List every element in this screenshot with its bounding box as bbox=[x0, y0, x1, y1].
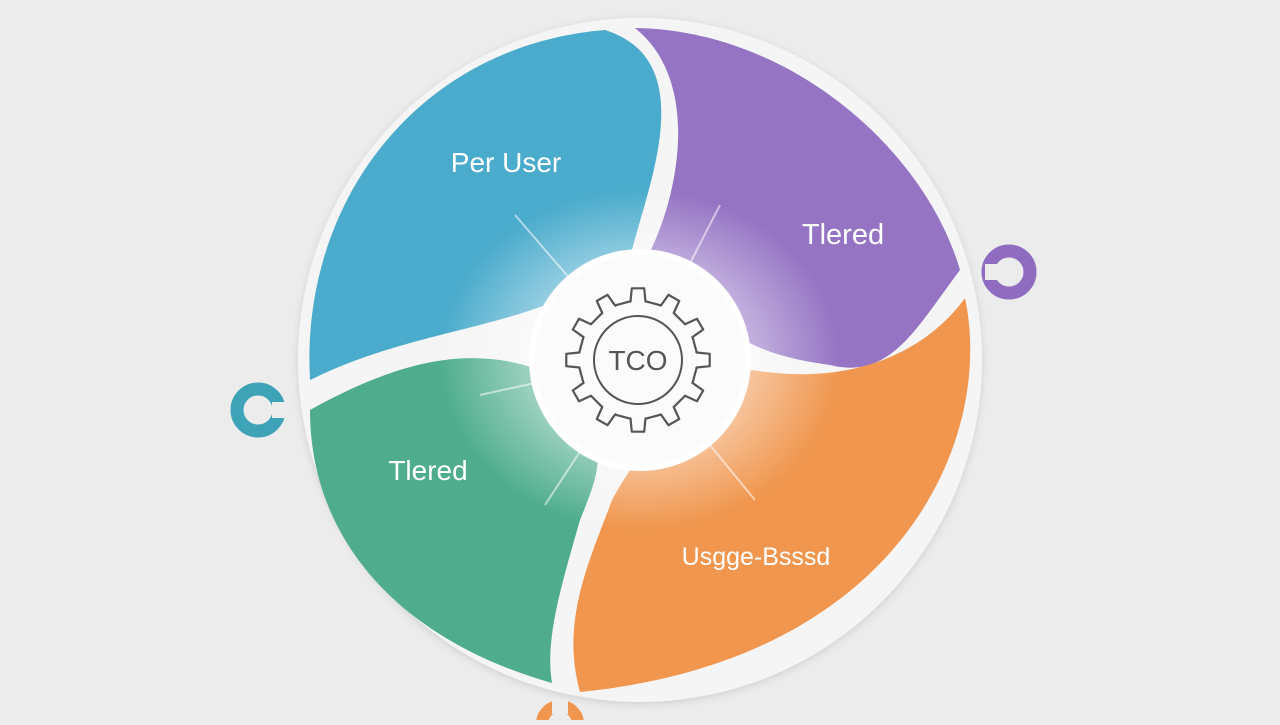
center-hub bbox=[529, 249, 751, 471]
label-tiered-top: Tlered bbox=[802, 219, 884, 251]
connector-teal bbox=[230, 382, 294, 438]
segment-usage-based[interactable] bbox=[573, 298, 971, 692]
label-tiered-left: Tlered bbox=[388, 455, 467, 486]
gear-inner-ring bbox=[593, 315, 683, 405]
label-per-user: Per User bbox=[451, 147, 561, 178]
center-label: TCO bbox=[608, 345, 667, 376]
gear-icon bbox=[565, 287, 711, 433]
label-usage-based: Usgge-Bsssd bbox=[682, 543, 831, 571]
connector-orange bbox=[536, 700, 584, 725]
connector-purple bbox=[981, 244, 1037, 300]
